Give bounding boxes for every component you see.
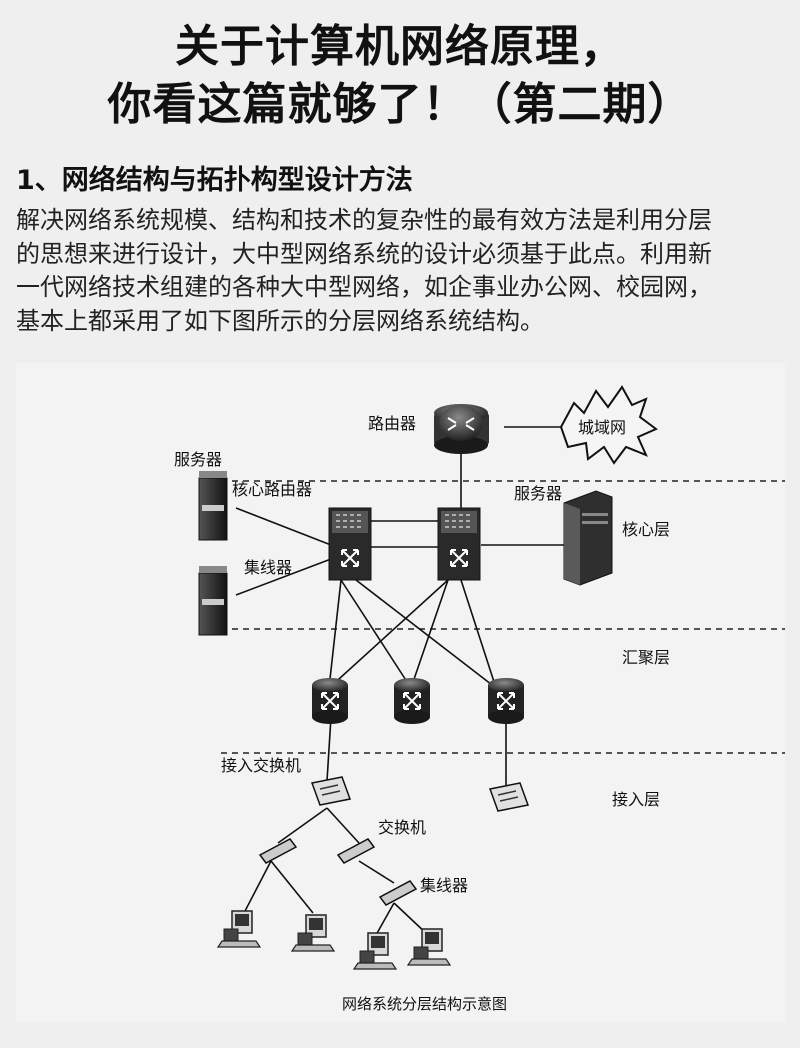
switch-label: 交换机 [378, 818, 426, 837]
aggregation-router-icon [394, 678, 430, 724]
diagram-caption: 网络系统分层结构示意图 [342, 995, 507, 1013]
core-router-label: 核心路由器 [232, 480, 312, 499]
paragraph-line: 解决网络系统规模、结构和技术的复杂性的最有效方法是利用分层 [16, 206, 712, 234]
core-switch-icon [328, 507, 372, 581]
server-icon [198, 566, 228, 636]
aggregation-router-icon [488, 678, 524, 724]
core-layer-label: 核心层 [622, 520, 670, 539]
section-heading: 1、网络结构与拓扑构型设计方法 [16, 165, 413, 196]
access-switch-label: 接入交换机 [221, 756, 301, 775]
switch-icon [258, 838, 298, 864]
server-left-label: 服务器 [174, 450, 222, 469]
access-layer-label: 接入层 [612, 790, 660, 809]
pc-icon [353, 932, 397, 970]
pc-icon [291, 914, 335, 952]
section-paragraph: 解决网络系统规模、结构和技术的复杂性的最有效方法是利用分层 的思想来进行设计，大… [16, 204, 788, 338]
hub-left-label: 集线器 [244, 558, 292, 577]
paragraph-line: 一代网络技术组建的各种大中型网络，如企事业办公网、校园网， [16, 273, 712, 301]
server-right-label: 服务器 [514, 484, 562, 503]
router-icon [434, 404, 489, 454]
server-icon [198, 471, 228, 541]
wan-cloud-icon [559, 385, 658, 465]
aggregation-layer-label: 汇聚层 [622, 648, 670, 667]
pc-icon [217, 910, 261, 948]
pc-icon [407, 928, 451, 966]
paragraph-line: 基本上都采用了如下图所示的分层网络系统结构。 [16, 306, 544, 335]
router-label: 路由器 [368, 414, 416, 433]
page-title: 关于计算机网络原理， 你看这篇就够了！（第二期） [0, 18, 800, 134]
paragraph-line: 的思想来进行设计，大中型网络系统的设计必须基于此点。利用新 [16, 239, 712, 268]
access-switch-icon [488, 782, 530, 812]
wan-label: 城域网 [578, 418, 626, 437]
title-line-2: 你看这篇就够了！（第二期） [107, 79, 693, 130]
title-line-1: 关于计算机网络原理， [175, 21, 625, 72]
hub-icon [378, 880, 418, 906]
network-diagram: 路由器 城域网 服务器 核心路由器 集线器 [16, 363, 785, 1023]
access-switch-icon [310, 776, 352, 806]
network-diagram-svg: 路由器 城域网 服务器 核心路由器 集线器 [174, 385, 785, 1013]
server-icon [563, 490, 613, 586]
hub-bottom-label: 集线器 [420, 876, 468, 895]
core-switch-icon [437, 507, 481, 581]
switch-icon [336, 838, 376, 864]
aggregation-router-icon [312, 678, 348, 724]
